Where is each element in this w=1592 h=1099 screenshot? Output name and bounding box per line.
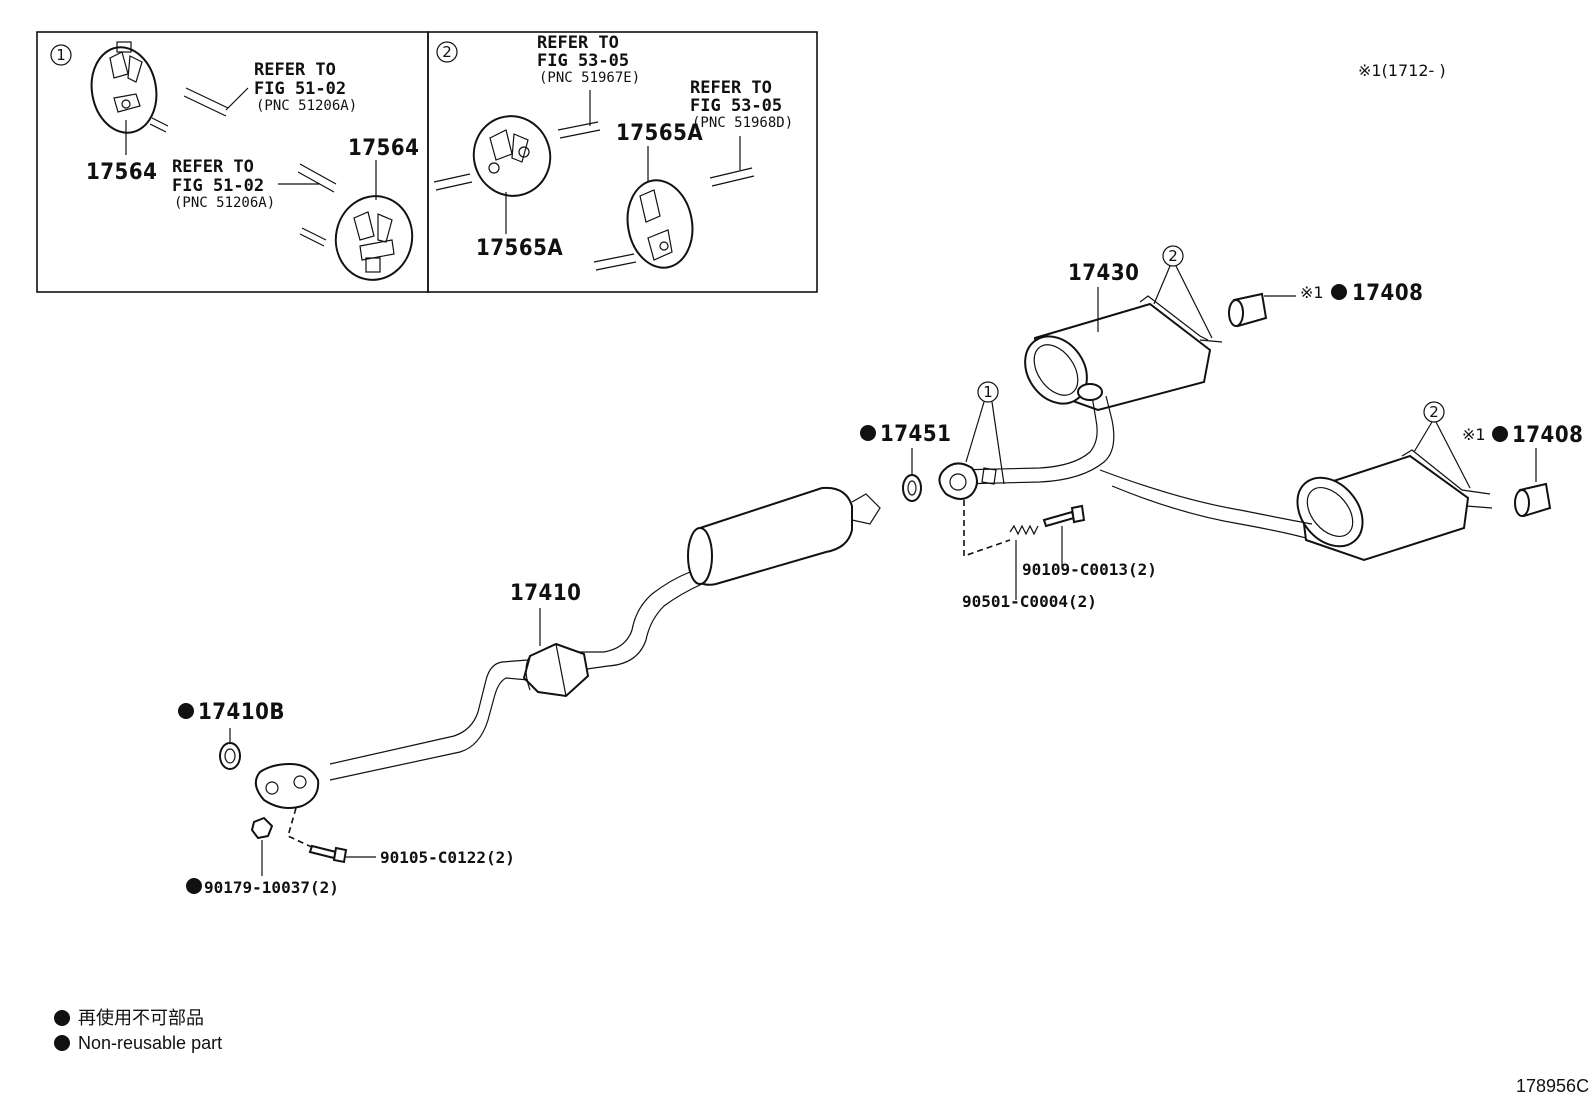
non-reusable-mark-17451	[860, 425, 876, 441]
part-number-90501: 90501-C0004(2)	[962, 592, 1097, 611]
part-number-90179: 90179-10037(2)	[204, 878, 339, 897]
refer-text-2a-line3: (PNC 51967E)	[539, 70, 640, 86]
asterisk-note-lower: ※1	[1462, 425, 1486, 444]
legend-mark-2	[54, 1035, 70, 1051]
refer-text-1b-line3: (PNC 51206A)	[174, 195, 275, 211]
refer-text-2b-line2: FIG 53-05	[690, 96, 782, 116]
refer-text-1a-line2: FIG 51-02	[254, 79, 346, 99]
inset-1-number: 1	[56, 46, 66, 64]
part-number-17565a-a: 17565A	[476, 236, 563, 261]
tail-tip-upper	[1228, 292, 1268, 328]
bolt-90109	[1042, 504, 1086, 528]
tail-tip-lower	[1514, 482, 1552, 518]
refer-text-2b-line3: (PNC 51968D)	[692, 115, 793, 131]
inset-panel-2: 2 REFER TO FIG 53-05 (PNC 51967E) 17565A…	[427, 31, 818, 293]
refer-text-1b-line2: FIG 51-02	[172, 176, 264, 196]
inset-2-number: 2	[442, 43, 452, 61]
refer-text-1a-line1: REFER TO	[254, 60, 336, 80]
inset-panel-1: 1 17564 REFER TO FIG 51-02 (PNC 51206A)	[36, 31, 429, 293]
refer-text-2b-line1: REFER TO	[690, 78, 772, 98]
spring-90501	[1009, 524, 1039, 536]
legend-text-english: Non-reusable part	[78, 1033, 222, 1053]
hanger-17564-a	[90, 41, 158, 134]
hanger-17564-b	[334, 195, 414, 281]
part-number-17410: 17410	[510, 581, 581, 606]
inset-1-number-circle	[50, 44, 72, 66]
part-number-17564-a: 17564	[86, 160, 157, 185]
applicability-note: ※1(1712- )	[1358, 61, 1446, 80]
bolt-90105	[308, 844, 348, 864]
callout-circle-1-label: 1	[983, 383, 993, 401]
inset-2-number-circle	[436, 41, 458, 63]
drawing-id: 178956C	[1516, 1076, 1589, 1096]
non-reusable-mark-17408-upper	[1331, 284, 1347, 300]
part-number-90109: 90109-C0013(2)	[1022, 560, 1157, 579]
callout-circle-2-lower-label: 2	[1429, 403, 1439, 421]
callout-circle-2-upper	[1162, 245, 1184, 267]
gasket-17451	[902, 474, 922, 502]
legend-text-japanese: 再使用不可部品	[78, 1008, 204, 1028]
part-number-17565a-b: 17565A	[616, 121, 703, 146]
legend: 再使用不可部品 Non-reusable part	[54, 1008, 222, 1053]
legend-mark-1	[54, 1010, 70, 1026]
part-number-17408-upper: 17408	[1352, 281, 1423, 306]
refer-text-2a-line2: FIG 53-05	[537, 51, 629, 71]
non-reusable-mark-17410b	[178, 703, 194, 719]
hanger-17565a-b	[626, 179, 694, 269]
part-number-17410b: 17410B	[198, 700, 285, 725]
callout-circle-2-upper-label: 2	[1168, 247, 1178, 265]
tail-pipe-assembly	[938, 295, 1493, 562]
nut-90179	[250, 816, 274, 840]
refer-text-1a-line3: (PNC 51206A)	[256, 98, 357, 114]
front-exhaust-pipe-17410	[254, 486, 881, 809]
asterisk-note-upper: ※1	[1300, 283, 1324, 302]
non-reusable-mark-90179	[186, 878, 202, 894]
part-number-90105: 90105-C0122(2)	[380, 848, 515, 867]
part-number-17451: 17451	[880, 422, 951, 447]
callout-circle-1	[977, 381, 999, 403]
non-reusable-mark-17408-lower	[1492, 426, 1508, 442]
part-number-17408-lower: 17408	[1512, 423, 1583, 448]
gasket-17410b	[219, 742, 241, 770]
refer-text-1b-line1: REFER TO	[172, 157, 254, 177]
hanger-17565a-a	[472, 115, 552, 197]
refer-text-2a-line1: REFER TO	[537, 33, 619, 53]
part-number-17430: 17430	[1068, 261, 1139, 286]
callout-circle-2-lower	[1423, 401, 1445, 423]
part-number-17564-b: 17564	[348, 136, 419, 161]
